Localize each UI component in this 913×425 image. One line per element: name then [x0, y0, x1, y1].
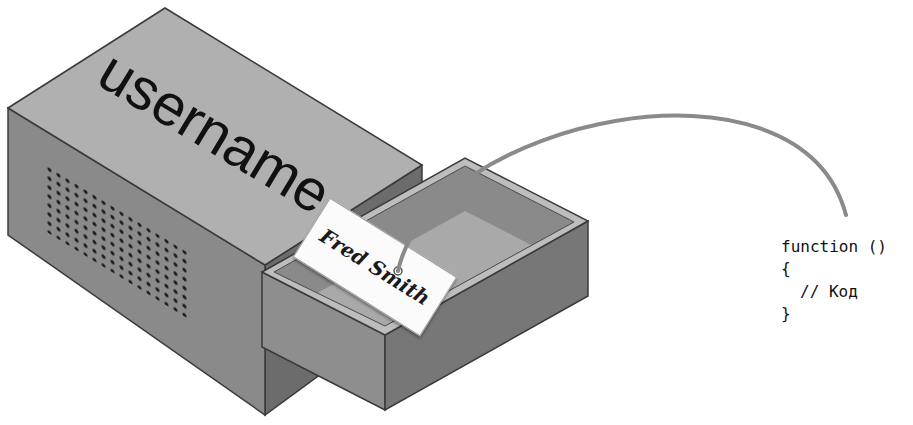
- code-line: // Код: [800, 284, 858, 300]
- code-line: }: [781, 306, 791, 322]
- tag-hole: [394, 267, 402, 275]
- code-line: function (): [781, 239, 887, 255]
- tag-string: [398, 116, 846, 271]
- matchbox: usernameFred Smith: [0, 0, 600, 425]
- code-line: {: [781, 261, 791, 277]
